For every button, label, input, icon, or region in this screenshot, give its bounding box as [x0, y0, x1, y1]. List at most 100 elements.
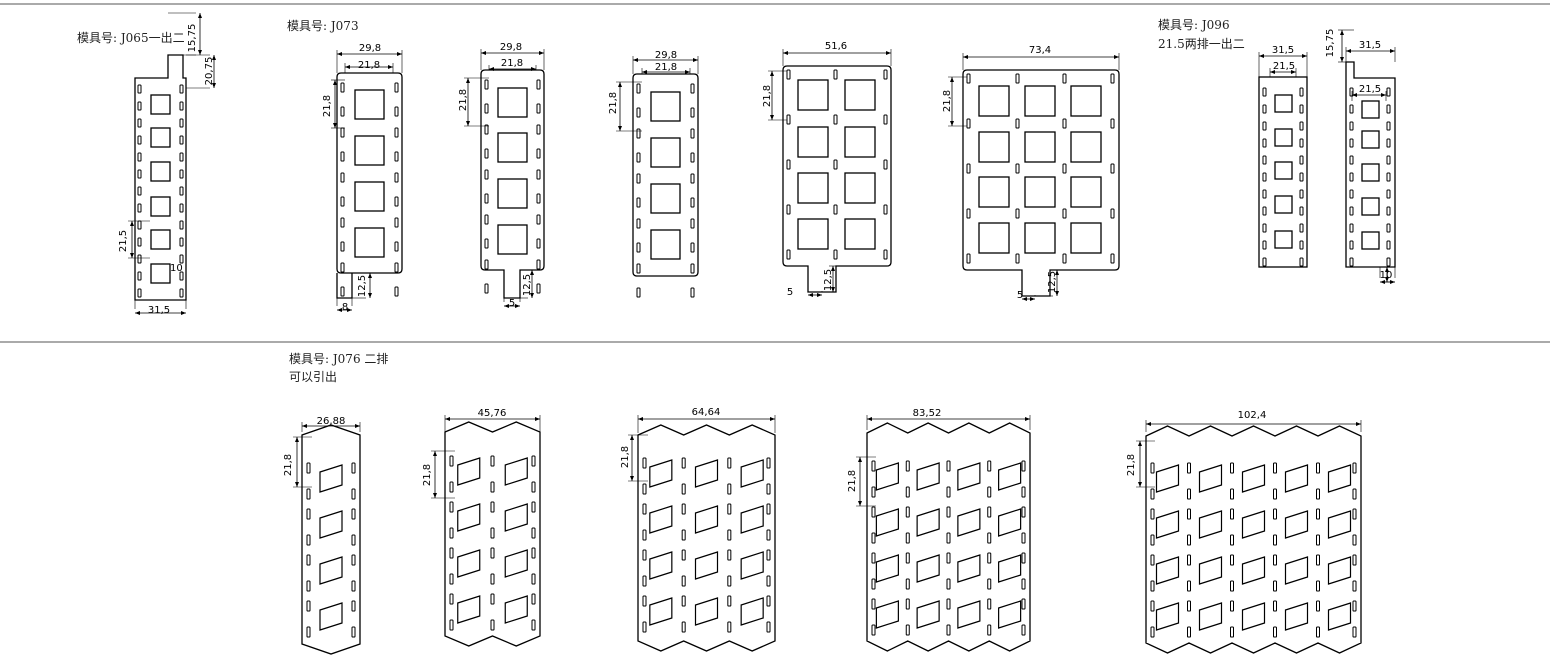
slot: [1386, 172, 1391, 182]
dim-j073-2-outer: 29,8: [500, 42, 522, 53]
window: [998, 462, 1022, 491]
slot: [905, 578, 910, 590]
slot: [1273, 554, 1277, 566]
window: [1024, 131, 1056, 163]
window: [504, 457, 528, 486]
dim-j076-2-pitch: 21,8: [422, 464, 433, 486]
window: [978, 131, 1010, 163]
part-outline: [301, 424, 361, 655]
slot: [1015, 253, 1020, 264]
window: [957, 508, 981, 537]
slot: [636, 197, 641, 208]
slot: [1352, 462, 1357, 474]
slot: [642, 529, 647, 541]
window: [1361, 100, 1380, 119]
slot: [179, 152, 184, 162]
slot: [1316, 626, 1320, 638]
slot: [1386, 155, 1391, 165]
dim-arrow: [770, 71, 774, 120]
window: [1024, 85, 1056, 117]
window: [797, 79, 829, 111]
part-outline: [637, 424, 776, 652]
slot: [786, 114, 791, 125]
slot: [987, 486, 992, 498]
slot: [1187, 488, 1191, 500]
window: [1361, 231, 1380, 250]
dim-arrow: [808, 293, 822, 297]
slot: [137, 288, 142, 298]
slot: [1187, 534, 1191, 546]
dim-j096-2-outer: 31,5: [1359, 40, 1381, 51]
part-j076-4: [866, 422, 1031, 652]
slot: [490, 481, 495, 493]
title-j073: 模具号: J073: [287, 19, 359, 33]
slot: [484, 283, 489, 294]
dim-arrow: [1380, 280, 1395, 284]
slot: [1021, 460, 1026, 472]
slot: [636, 128, 641, 139]
slot: [1349, 223, 1354, 233]
slot: [179, 84, 184, 94]
dim-j073-1-lead: 12,5: [357, 275, 368, 297]
subtitle-j096: 21.5两排一出二: [1158, 37, 1245, 51]
slot: [394, 217, 399, 228]
slot: [340, 262, 345, 273]
slot: [681, 503, 686, 515]
dim-arrow: [198, 13, 202, 55]
slot: [883, 159, 888, 170]
slot: [137, 101, 142, 111]
part-j073-3: [632, 73, 699, 298]
slot: [536, 148, 541, 159]
slot: [636, 263, 641, 274]
slot: [690, 107, 695, 118]
slot: [1386, 206, 1391, 216]
slot: [1316, 554, 1320, 566]
dim-arrow: [1022, 297, 1035, 301]
slot: [766, 457, 771, 469]
dim-arrow: [368, 273, 372, 298]
slot: [905, 532, 910, 544]
slot: [946, 578, 951, 590]
slot: [1299, 240, 1304, 250]
slot: [1062, 253, 1067, 264]
window: [1198, 464, 1223, 493]
window: [1327, 556, 1352, 585]
slot: [1187, 580, 1191, 592]
slot: [1021, 486, 1026, 498]
window: [998, 508, 1022, 537]
slot: [1299, 172, 1304, 182]
window: [1155, 510, 1180, 539]
window: [978, 222, 1010, 254]
slot: [1352, 600, 1357, 612]
slot: [636, 83, 641, 94]
window: [1274, 94, 1293, 113]
slot: [1062, 208, 1067, 219]
slot: [394, 82, 399, 93]
slot: [340, 151, 345, 162]
slot: [681, 621, 686, 633]
slot: [1150, 600, 1155, 612]
slot: [536, 124, 541, 135]
title-j096: 模具号: J096: [1158, 18, 1230, 32]
slot: [966, 73, 971, 84]
slot: [1299, 121, 1304, 131]
slot: [137, 203, 142, 213]
slot: [179, 271, 184, 281]
window: [1070, 222, 1102, 254]
slot: [394, 151, 399, 162]
slot: [883, 114, 888, 125]
slot: [1299, 206, 1304, 216]
slot: [833, 114, 838, 125]
slot: [1262, 240, 1267, 250]
slot: [1230, 554, 1234, 566]
slot: [1150, 508, 1155, 520]
dim-j073-2-pitch: 21,8: [458, 89, 469, 111]
window: [875, 600, 899, 629]
slot: [536, 238, 541, 249]
window: [1361, 197, 1380, 216]
slot: [137, 271, 142, 281]
slot: [642, 549, 647, 561]
slot: [1021, 506, 1026, 518]
slot: [1187, 508, 1191, 520]
